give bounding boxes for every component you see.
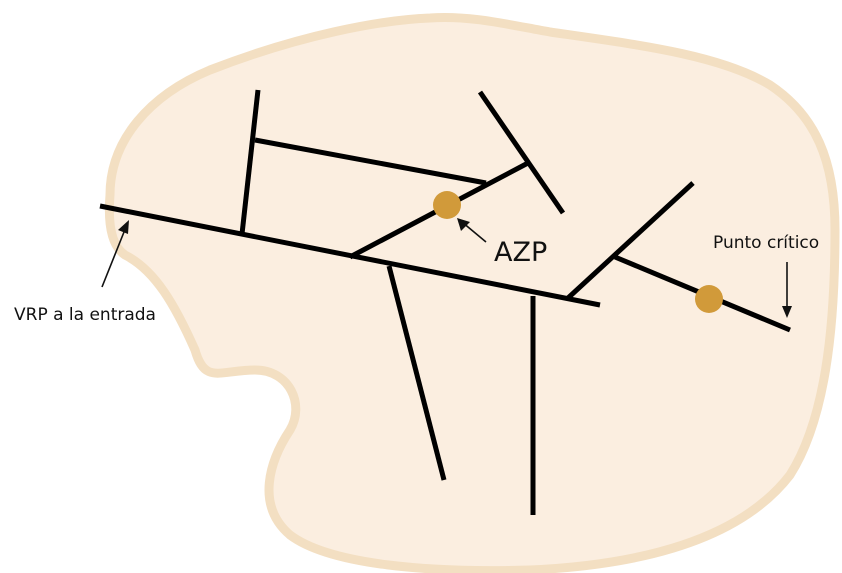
- upper-right-diagonal-pipe: [477, 90, 566, 215]
- azp-point: [433, 191, 461, 219]
- supply-zone-area: [104, 13, 840, 573]
- azp-arrowhead: [457, 218, 470, 231]
- azp-label: AZP: [494, 237, 547, 268]
- upper-horizontal-pipe: [254, 137, 487, 186]
- vrp-arrow: [101, 226, 127, 288]
- vrp-arrowhead: [118, 220, 129, 234]
- left-branch-vertical: [239, 89, 261, 235]
- critical-arrowhead: [782, 306, 792, 318]
- lower-left-pipe: [386, 265, 447, 481]
- vrp-label: VRP a la entrada: [14, 305, 156, 325]
- annotation-arrows: [101, 218, 792, 318]
- right-diagonal-pipe: [566, 181, 695, 300]
- critical-point-label: Punto crítico: [713, 233, 819, 253]
- critical-point: [695, 285, 723, 313]
